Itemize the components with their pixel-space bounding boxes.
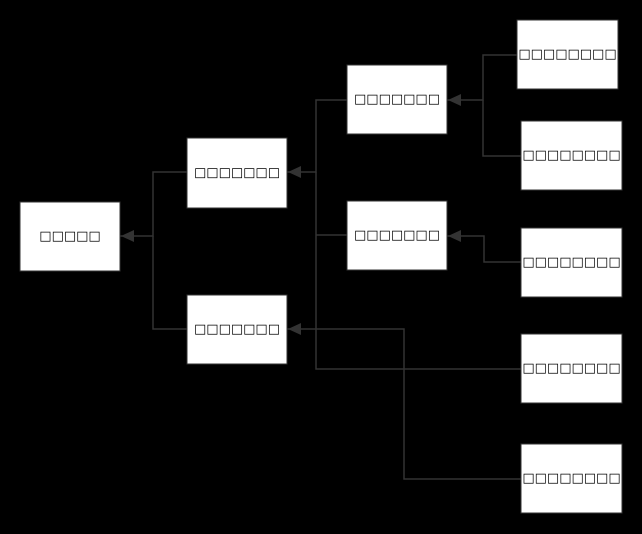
edge-leaf3-to-level2-middle — [447, 235, 521, 263]
node-leaf-2[interactable]: □□□□□□□□ — [520, 120, 623, 191]
node-leaf-1-label: □□□□□□□□ — [518, 47, 616, 62]
edge-level2-top-to-level1-top — [287, 99, 347, 173]
node-leaf-3-label: □□□□□□□□ — [522, 255, 620, 270]
edge-leaf5-to-level1-bottom — [287, 328, 521, 480]
node-leaf-4[interactable]: □□□□□□□□ — [520, 333, 623, 404]
node-leaf-1[interactable]: □□□□□□□□ — [516, 19, 619, 90]
connectors — [120, 54, 521, 480]
node-level1-bottom-label: □□□□□□□ — [194, 322, 280, 337]
node-level1-bottom[interactable]: □□□□□□□ — [186, 294, 288, 365]
node-leaf-5[interactable]: □□□□□□□□ — [520, 443, 623, 514]
arrow-head-level2-top — [448, 94, 461, 106]
node-level2-top-label: □□□□□□□ — [354, 92, 440, 107]
node-leaf-2-label: □□□□□□□□ — [522, 148, 620, 163]
node-level2-middle-label: □□□□□□□ — [354, 228, 440, 243]
node-level2-middle[interactable]: □□□□□□□ — [346, 200, 448, 271]
arrow-head-level2-middle — [448, 230, 461, 242]
node-level1-top[interactable]: □□□□□□□ — [186, 137, 288, 209]
node-leaf-3[interactable]: □□□□□□□□ — [520, 227, 623, 298]
node-level1-top-label: □□□□□□□ — [194, 166, 280, 181]
edge-leaf1-to-level2-top — [447, 54, 517, 101]
node-leaf-4-label: □□□□□□□□ — [522, 361, 620, 376]
arrow-head-level1-top — [288, 166, 301, 178]
node-root[interactable]: □□□□□ — [19, 201, 121, 272]
node-root-label: □□□□□ — [39, 229, 100, 244]
node-leaf-5-label: □□□□□□□□ — [522, 471, 620, 486]
arrow-head-root — [121, 230, 134, 242]
node-level2-top[interactable]: □□□□□□□ — [346, 64, 448, 135]
edge-leaf4-to-level1-top — [315, 172, 521, 370]
edge-level1-bottom-to-root — [152, 236, 187, 330]
edge-leaf2-to-level2-top — [482, 100, 521, 157]
arrow-head-level1-bottom — [288, 323, 301, 335]
edge-level1-top-to-root — [120, 171, 187, 237]
